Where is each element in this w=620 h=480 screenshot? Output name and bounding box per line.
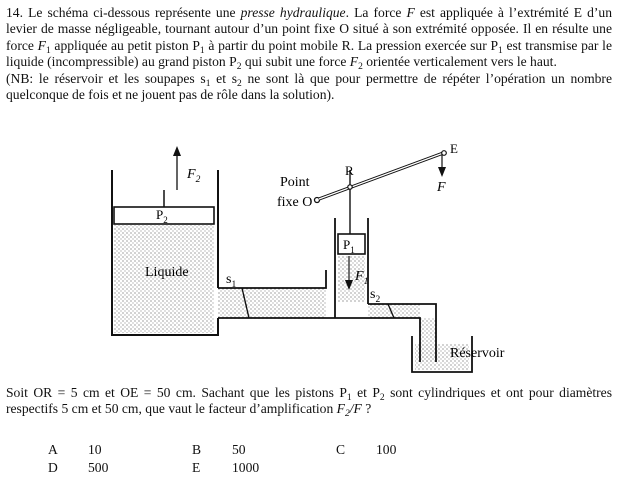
label-e: E [450,141,458,156]
valve-s2 [387,303,395,319]
problem-statement: 14. Le schéma ci-dessous représente une … [6,5,613,103]
small-cylinder-wall [334,218,369,318]
label-fixe-o: fixe O [277,195,312,210]
amplification-ratio: F2/F [336,401,362,420]
reservoir-wall [411,336,473,373]
term-presse-hydraulique: presse hydraulique [240,5,346,20]
big-cylinder-wall [111,170,219,336]
valve-s1 [241,287,250,319]
nb-note: (NB: le réservoir et les soupapes s1 et … [6,70,612,103]
small-piston [337,233,366,255]
label-f: F [436,180,446,195]
label-s1: s1 [226,272,236,290]
label-p2: P2 [156,207,168,225]
lever-inner [318,151,447,200]
label-liquide: Liquide [145,265,189,280]
connecting-pipe [218,270,335,319]
reservoir-pipe-liquid [368,304,420,318]
hydraulic-press-diagram: F2 P2 Liquide s1 Point fixe O R E F P1 F… [111,141,505,373]
point-r [347,184,353,190]
reservoir-liquid [415,344,469,370]
problem-number: 14. [6,5,23,20]
connecting-pipe-liquid [218,288,326,318]
small-cylinder-liquid [338,256,365,302]
f-arrowhead [438,167,446,177]
label-f1: F1 [354,269,368,287]
question-text: Soit OR = 5 cm et OE = 50 cm. Sachant qu… [6,385,613,420]
label-f2: F2 [186,167,201,185]
big-cylinder-liquid [114,225,214,333]
f2-arrowhead [173,146,181,156]
f1-arrowhead [345,280,353,290]
point-e [441,150,447,156]
label-r: R [345,163,354,178]
label-p1: P1 [343,237,355,255]
label-s2: s2 [370,287,380,305]
label-reservoir: Réservoir [450,346,505,361]
label-point: Point [280,175,310,190]
